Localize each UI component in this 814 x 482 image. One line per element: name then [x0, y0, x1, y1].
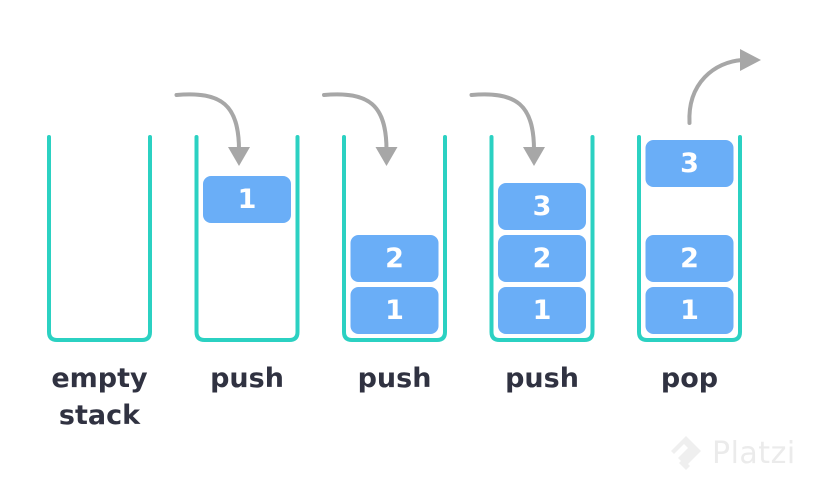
stack-container: [489, 135, 595, 342]
stack-block-3: 3: [645, 140, 734, 187]
stack-block-2: 2: [498, 235, 586, 282]
arrow-head: [740, 49, 761, 71]
stack-block-1: 1: [350, 287, 439, 334]
block-label: 2: [680, 243, 699, 274]
caption-line: push: [505, 363, 579, 394]
stack-block-1: 1: [645, 287, 734, 334]
arrow-shaft: [322, 92, 389, 152]
arrow-shaft: [469, 92, 536, 152]
stage-caption: push: [182, 360, 312, 397]
stack-container: [47, 135, 152, 342]
push-arrow-icon: [174, 92, 250, 166]
arrow-head: [375, 147, 398, 166]
block-rect: [645, 287, 734, 334]
caption-line: stack: [58, 400, 141, 431]
block-label: 2: [385, 243, 404, 274]
caption-line: push: [210, 363, 284, 394]
arrow-head: [523, 147, 545, 166]
block-label: 1: [385, 295, 404, 326]
stage-caption: push: [477, 360, 607, 397]
stack-block-1: 1: [498, 287, 586, 334]
arrow-shaft: [687, 58, 744, 125]
stage-caption: push: [330, 360, 460, 397]
stack-block-3: 3: [498, 183, 586, 230]
watermark-text: Platzi: [712, 435, 796, 471]
arrow-head: [228, 147, 250, 166]
stack-container: [342, 135, 447, 342]
pop-arrow-icon: [687, 49, 761, 125]
stack-push-3: 1 2 3: [469, 92, 595, 342]
block-label: 1: [238, 184, 257, 215]
stack-pop: 1 2 3: [637, 49, 761, 342]
caption-line: empty: [51, 363, 148, 394]
block-label: 2: [533, 243, 552, 274]
block-rect: [498, 183, 586, 230]
block-rect: [645, 235, 734, 282]
block-rect: [203, 176, 291, 223]
caption-line: pop: [660, 363, 719, 394]
block-rect: [645, 140, 734, 187]
push-arrow-icon: [322, 92, 398, 166]
stack-container: [637, 135, 742, 342]
stack-push-2: 12: [322, 92, 447, 342]
stack-empty: [47, 135, 152, 342]
stack-block-2: 2: [350, 235, 439, 282]
block-rect: [498, 235, 586, 282]
stack-container: [194, 135, 300, 342]
arrow-shaft: [174, 92, 241, 152]
watermark: Platzi: [666, 433, 796, 473]
stage-caption: empty stack: [35, 360, 165, 434]
caption-line: push: [357, 363, 432, 394]
block-label: 1: [680, 295, 699, 326]
block-label: 1: [533, 295, 552, 326]
stack-push-1: 1: [174, 92, 300, 342]
block-label: 3: [680, 148, 699, 179]
platzi-logo-icon: [671, 436, 701, 470]
block-rect: [498, 287, 586, 334]
stack-block-2: 2: [645, 235, 734, 282]
block-label: 3: [533, 191, 552, 222]
block-rect: [350, 287, 439, 334]
stage-caption: pop: [625, 360, 755, 397]
push-arrow-icon: [469, 92, 545, 166]
block-rect: [350, 235, 439, 282]
stack-block-1: 1: [203, 176, 291, 223]
